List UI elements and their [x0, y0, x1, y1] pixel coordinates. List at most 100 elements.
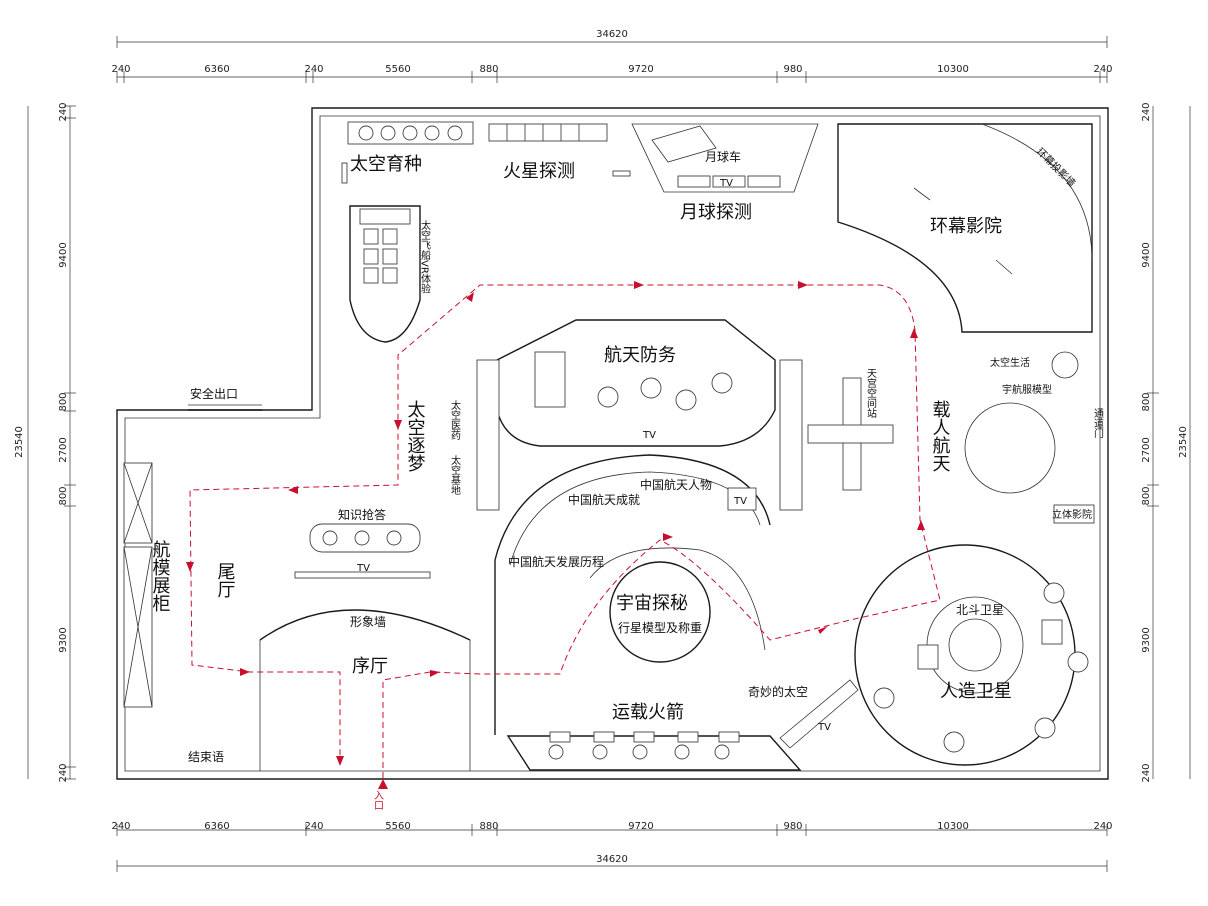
- label-image-wall: 形象墙: [350, 615, 386, 629]
- cinema-seat-marker-2: [995, 259, 1013, 275]
- right-dim-4: 2700: [1141, 437, 1152, 462]
- left-dim-2: 9400: [58, 242, 69, 267]
- label-manned-spaceflight: 载人航天: [930, 400, 951, 472]
- top-dim-3: 240: [304, 64, 323, 75]
- tv-label-moon: TV: [719, 178, 733, 189]
- space-breeding-display: [341, 121, 474, 184]
- right-dim-7: 240: [1141, 763, 1152, 782]
- label-china-space-history: 中国航天发展历程: [508, 554, 604, 569]
- label-moon-exploration: 月球探测: [680, 202, 752, 223]
- label-universe-explore: 宇宙探秘: [616, 593, 688, 614]
- space-defense-hall: [476, 319, 803, 511]
- bottom-dim-6: 9720: [628, 821, 653, 832]
- space-station-model: [807, 377, 894, 491]
- label-space-defense: 航天防务: [604, 345, 676, 366]
- bottom-dim-1: 240: [111, 821, 130, 832]
- entrance-arrow: [378, 779, 388, 789]
- right-dim-2: 9400: [1141, 242, 1152, 267]
- left-dim-4: 2700: [58, 437, 69, 462]
- right-dim-3: 800: [1141, 392, 1152, 411]
- cinema-seat-marker-1: [913, 187, 931, 201]
- label-beidou: 北斗卫星: [956, 603, 1004, 617]
- route-arrow-1: [430, 670, 440, 677]
- label-space-base: 太空基地: [449, 454, 461, 495]
- label-safety-exit: 安全出口: [190, 386, 238, 401]
- mars-exploration-display: [488, 123, 631, 177]
- prelude-hall-walls: [259, 609, 471, 771]
- right-dim-6: 9300: [1141, 627, 1152, 652]
- label-mars-exploration: 火星探测: [503, 161, 575, 182]
- route-arrow-5: [910, 328, 918, 338]
- route-arrow-13: [336, 756, 344, 766]
- bottom-dim-7: 980: [783, 821, 802, 832]
- label-wonderful-space: 奇妙的太空: [748, 684, 808, 699]
- right-dim-5: 800: [1141, 486, 1152, 505]
- label-china-space-people: 中国航天人物: [640, 477, 712, 492]
- tv-label-people: TV: [733, 496, 747, 507]
- label-prelude-hall: 序厅: [352, 656, 388, 677]
- bottom-dimensions: [116, 824, 1108, 872]
- label-artificial-satellite: 人造卫星: [940, 681, 1012, 702]
- side-dimensions: [27, 105, 1191, 780]
- left-dim-1: 240: [58, 102, 69, 121]
- knowledge-quiz-desk: [294, 523, 431, 579]
- top-total-dim: 34620: [596, 29, 628, 40]
- label-space-breeding: 太空育种: [350, 154, 422, 175]
- route-arrow-10: [288, 486, 298, 494]
- left-total-dim: 23540: [14, 426, 25, 458]
- label-ring-screen: 环幕投影墙: [1034, 145, 1079, 190]
- label-passage-door: 通道门: [1092, 408, 1104, 439]
- label-knowledge-quiz: 知识抢答: [338, 507, 386, 522]
- route-arrow-2: [663, 533, 673, 541]
- launch-rocket-display: [506, 731, 802, 771]
- label-planet-model: 行星模型及称重: [618, 621, 702, 635]
- manned-space-area: [964, 351, 1095, 524]
- bottom-total-dim: 34620: [596, 854, 628, 865]
- label-stereo-cinema: 立体影院: [1052, 508, 1092, 521]
- label-space-life: 太空生活: [990, 356, 1030, 369]
- label-tail-hall: 尾厅: [215, 562, 236, 598]
- label-space-station: 天宫空间站: [865, 368, 877, 419]
- left-dim-5: 800: [58, 486, 69, 505]
- label-launch-rocket: 运载火箭: [612, 702, 684, 723]
- right-dim-1: 240: [1141, 102, 1152, 121]
- wonderful-space-panel: [779, 679, 859, 749]
- label-space-tech: 太空医药: [449, 399, 461, 441]
- label-lunar-rover: 月球车: [705, 149, 741, 164]
- route-arrow-12: [240, 668, 250, 676]
- top-dimensions: [116, 36, 1108, 83]
- bottom-dim-9: 240: [1093, 821, 1112, 832]
- bottom-dim-3: 240: [304, 821, 323, 832]
- top-dim-4: 5560: [385, 64, 410, 75]
- label-ending: 结束语: [188, 750, 224, 764]
- label-ring-cinema: 环幕影院: [930, 216, 1002, 237]
- left-dim-3: 800: [58, 392, 69, 411]
- tv-label-defense: TV: [642, 430, 656, 441]
- route-arrow-8: [466, 292, 474, 302]
- spaceship-vr: [349, 205, 421, 343]
- top-dim-7: 980: [783, 64, 802, 75]
- bottom-dim-2: 6360: [204, 821, 229, 832]
- bottom-dim-4: 5560: [385, 821, 410, 832]
- bottom-dim-8: 10300: [937, 821, 969, 832]
- top-dim-8: 10300: [937, 64, 969, 75]
- label-china-space-achievements: 中国航天成就: [568, 492, 640, 507]
- top-dim-9: 240: [1093, 64, 1112, 75]
- top-dim-5: 880: [479, 64, 498, 75]
- left-dim-7: 240: [58, 763, 69, 782]
- visitor-route: [189, 284, 941, 778]
- tv-label-wonderful: TV: [817, 722, 831, 733]
- ring-cinema: [837, 123, 1093, 333]
- route-arrow-7: [634, 281, 644, 289]
- route-arrow-9: [394, 420, 402, 430]
- top-dim-6: 9720: [628, 64, 653, 75]
- label-space-vr: 太空飞船VR体验: [419, 219, 431, 295]
- model-cabinet: [123, 462, 153, 708]
- tv-label-quiz: TV: [356, 563, 370, 574]
- top-dim-2: 6360: [204, 64, 229, 75]
- inner-wall-line: [124, 115, 1101, 772]
- right-total-dim: 23540: [1178, 426, 1189, 458]
- label-entrance: 入口: [372, 790, 384, 810]
- label-spacesuit-model: 宇航服模型: [1002, 383, 1052, 396]
